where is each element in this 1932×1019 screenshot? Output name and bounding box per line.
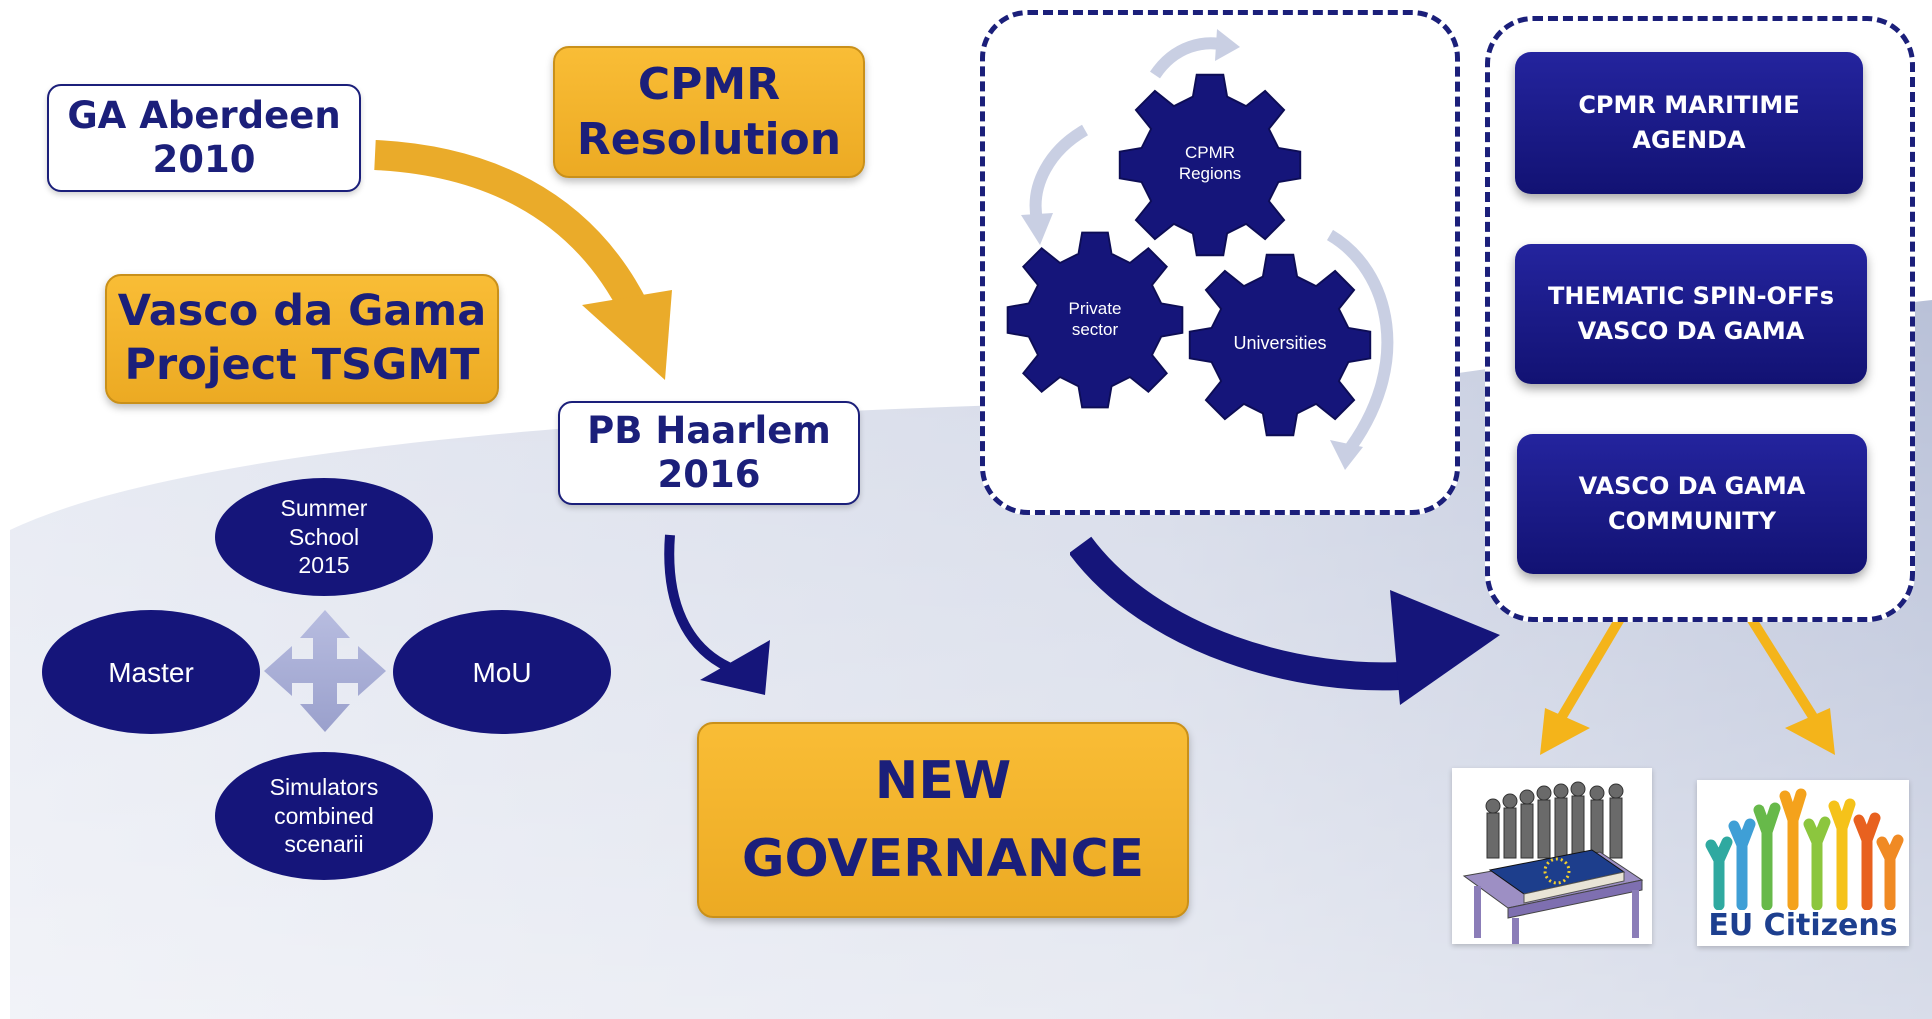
new-governance-line1: NEW	[874, 751, 1012, 811]
pb-haarlem-box: PB Haarlem 2016	[558, 401, 860, 505]
cpmr-resolution-line2: Resolution	[576, 114, 842, 165]
navy-arrow-right	[1070, 536, 1500, 705]
gear-private-line2: sector	[1071, 320, 1119, 340]
gear-cpmr-label: CPMR Regions	[1160, 142, 1260, 185]
maritime-line2: AGENDA	[1632, 126, 1746, 154]
vasco-community-box: VASCO DA GAMA COMMUNITY	[1517, 434, 1867, 574]
mou-label: MoU	[472, 656, 532, 688]
gear-cpmr-line2: Regions	[1178, 164, 1242, 184]
mou-ellipse: MoU	[393, 610, 611, 734]
summer-school-ellipse: Summer School 2015	[215, 478, 433, 596]
gold-curved-arrow	[374, 140, 672, 380]
simulators-line1: Simulators	[269, 773, 379, 800]
cycle-arrow-right	[1326, 229, 1394, 459]
simulators-line2: combined	[274, 802, 374, 829]
navy-arrow-down	[664, 534, 770, 695]
community-line1: VASCO DA GAMA	[1578, 472, 1806, 501]
pb-haarlem-year: 2016	[657, 453, 761, 496]
cycle-arrow-left	[1029, 124, 1089, 222]
maritime-line1: CPMR MARITIME	[1578, 91, 1800, 120]
gear-universities-label: Universities	[1215, 333, 1345, 354]
ga-aberdeen-box: GA Aberdeen 2010	[47, 84, 361, 192]
new-governance-line2: GOVERNANCE	[741, 829, 1145, 889]
gear-private-line1: Private	[1068, 299, 1122, 318]
simulators-ellipse: Simulators combined scenarii	[215, 752, 433, 880]
community-line2: COMMUNITY	[1607, 507, 1777, 535]
gears-diagram	[1006, 29, 1394, 470]
master-ellipse: Master	[42, 610, 260, 734]
maritime-agenda-box: CPMR MARITIME AGENDA	[1515, 52, 1863, 194]
summer-line2: School	[288, 523, 360, 550]
cycle-arrow-top	[1150, 37, 1227, 79]
gear-cpmr-line1: CPMR	[1184, 143, 1236, 162]
eu-citizens-hands-logo	[1705, 788, 1904, 911]
gear-private-label: Private sector	[1045, 298, 1145, 341]
vasco-project-line1: Vasco da Gama	[117, 286, 487, 337]
parliament-illustration	[1452, 768, 1652, 944]
spinoffs-line1: THEMATIC SPIN-OFFs	[1547, 282, 1835, 311]
ga-aberdeen-year: 2010	[152, 138, 256, 181]
thematic-spinoffs-box: THEMATIC SPIN-OFFs VASCO DA GAMA	[1515, 244, 1867, 384]
parliament-drawing	[1462, 781, 1644, 944]
master-label: Master	[108, 656, 194, 688]
eu-citizens-logo: EU Citizens	[1697, 780, 1909, 946]
gear-universities-text: Universities	[1233, 333, 1327, 353]
vasco-project-line2: Project TSGMT	[124, 340, 480, 390]
eu-citizens-label: EU Citizens	[1708, 908, 1898, 943]
vasco-project-box: Vasco da Gama Project TSGMT	[105, 274, 499, 404]
pb-haarlem-title: PB Haarlem	[587, 408, 831, 452]
spinoffs-line2: VASCO DA GAMA	[1577, 317, 1805, 345]
new-governance-box: NEW GOVERNANCE	[697, 722, 1189, 918]
summer-line3: 2015	[298, 552, 350, 579]
cpmr-resolution-box: CPMR Resolution	[553, 46, 865, 178]
four-way-arrow-icon	[264, 610, 386, 732]
cpmr-resolution-line1: CPMR	[637, 59, 781, 110]
summer-line1: Summer	[280, 494, 368, 521]
simulators-line3: scenarii	[284, 831, 364, 858]
ga-aberdeen-title: GA Aberdeen	[67, 93, 341, 137]
